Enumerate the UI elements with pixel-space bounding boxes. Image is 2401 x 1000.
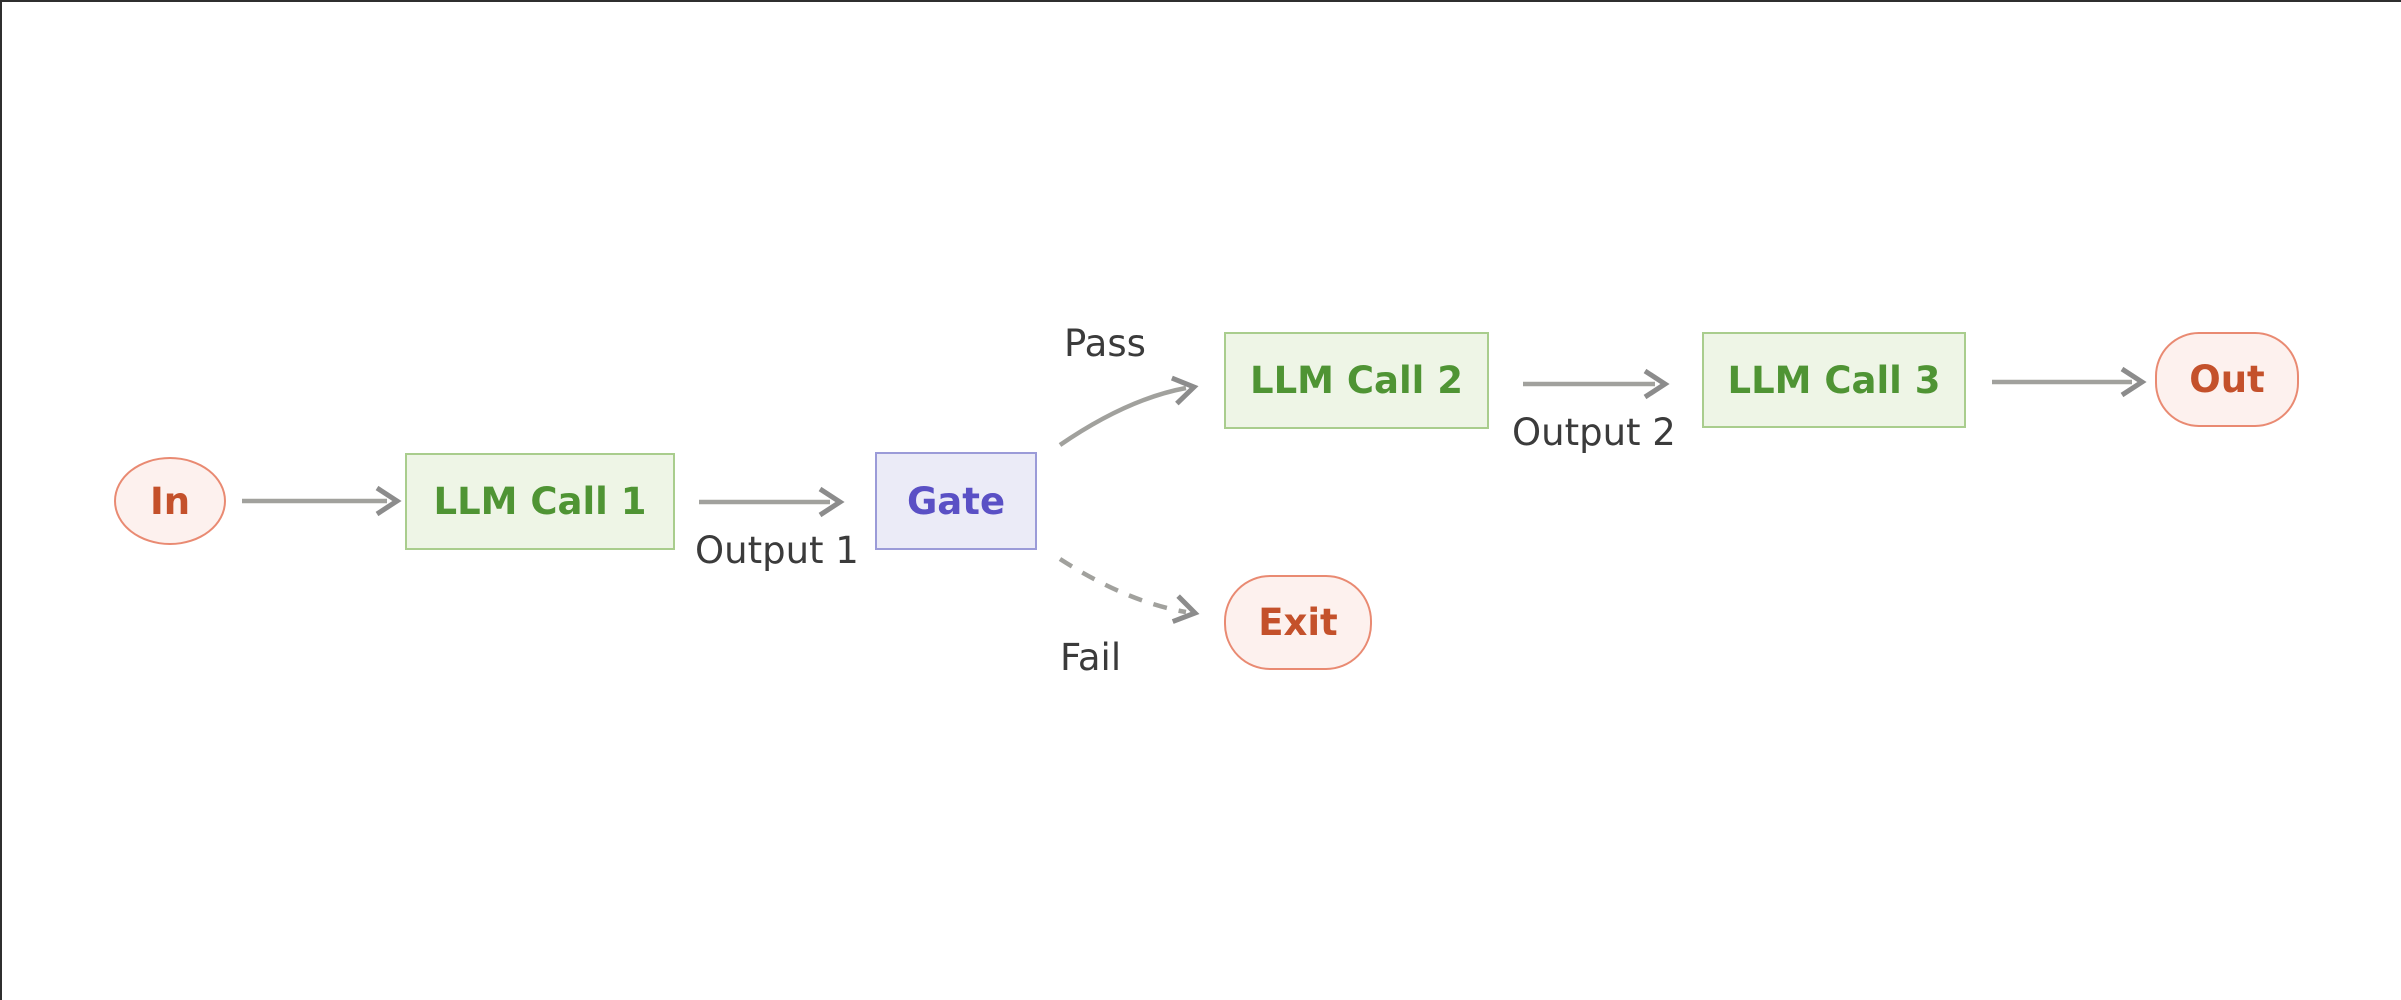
node-llm-call-2: LLM Call 2 [1224, 332, 1489, 429]
node-llm-call-1-label: LLM Call 1 [433, 480, 647, 523]
node-llm-call-2-label: LLM Call 2 [1250, 359, 1463, 402]
node-out: Out [2155, 332, 2299, 427]
edge-gate-exit [1058, 557, 1187, 615]
node-in-label: In [149, 479, 191, 523]
node-out-label: Out [2189, 358, 2265, 401]
node-exit: Exit [1224, 575, 1372, 670]
edge-gate-llm2 [1058, 385, 1187, 447]
arrowhead-llm2-llm3 [1643, 368, 1670, 400]
edge-label-output-1: Output 1 [695, 529, 859, 572]
node-in: In [114, 457, 226, 545]
node-llm-call-3: LLM Call 3 [1702, 332, 1966, 428]
edge-label-output-2: Output 2 [1512, 411, 1676, 454]
arrowhead-llm1-gate [818, 486, 845, 518]
node-gate-label: Gate [906, 479, 1006, 523]
node-llm-call-3-label: LLM Call 3 [1727, 358, 1941, 402]
arrowhead-gate-llm2 [1170, 375, 1199, 406]
node-gate: Gate [875, 452, 1037, 550]
arrowhead-llm3-out [2120, 366, 2147, 398]
node-exit-label: Exit [1258, 601, 1338, 644]
node-llm-call-1: LLM Call 1 [405, 453, 675, 550]
edge-label-fail: Fail [1060, 636, 1122, 679]
arrowhead-gate-exit [1171, 594, 1200, 624]
arrowhead-in-llm1 [375, 485, 402, 517]
edge-label-pass: Pass [1064, 322, 1146, 365]
